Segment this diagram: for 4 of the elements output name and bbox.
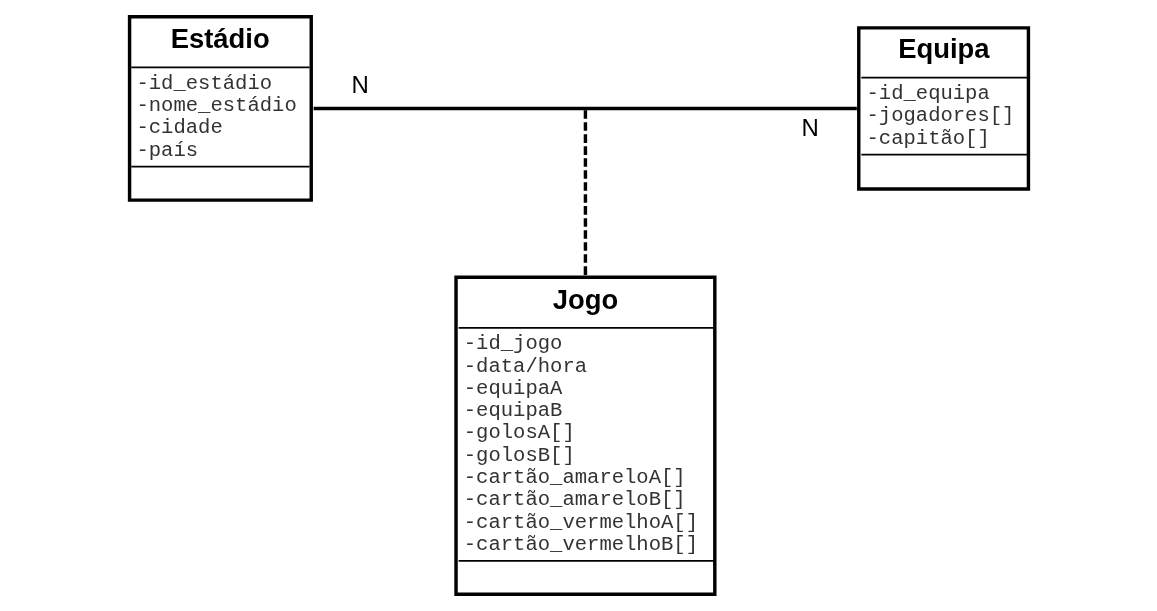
connector (583, 110, 587, 276)
connector (313, 106, 857, 111)
label: N (351, 71, 369, 99)
label: N (801, 114, 819, 142)
